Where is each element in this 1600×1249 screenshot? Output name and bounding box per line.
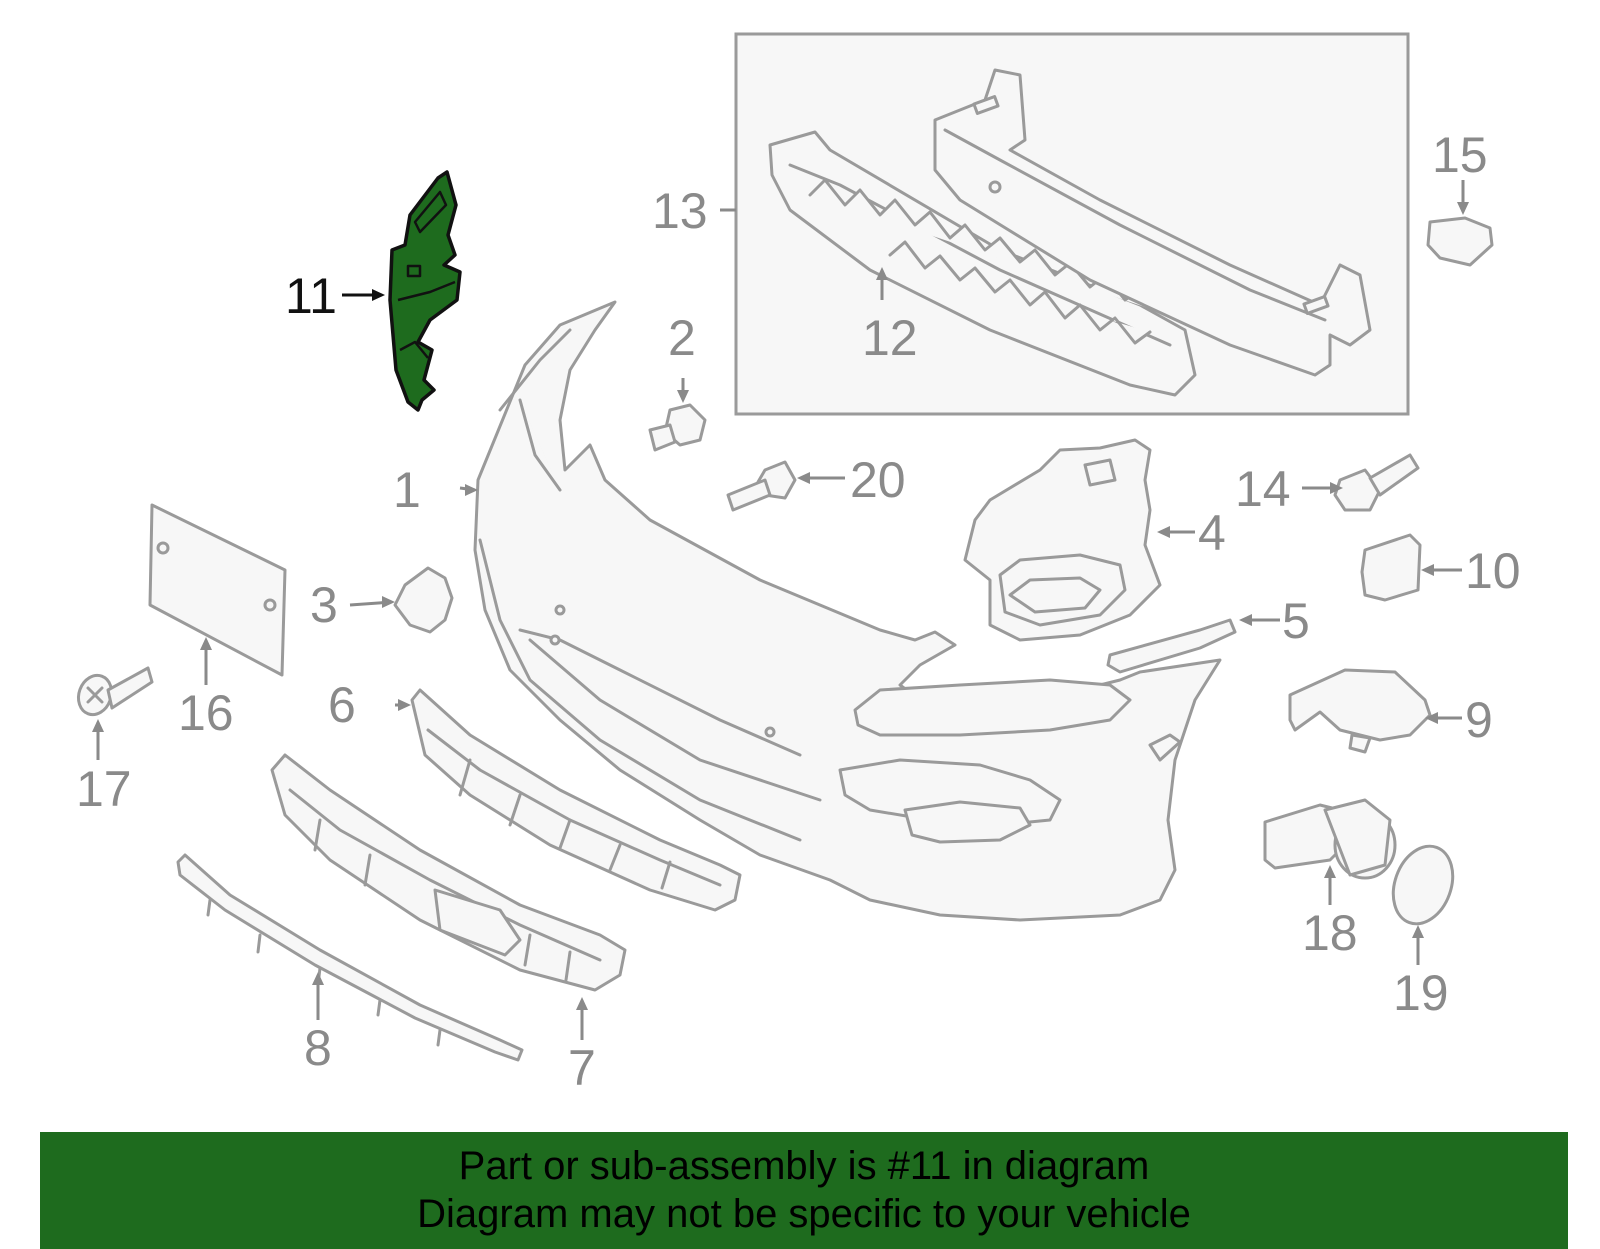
part-6-upper-grille[interactable] <box>410 688 742 912</box>
part-2-fastener[interactable] <box>648 403 707 452</box>
callout-10: 10 <box>1465 543 1521 599</box>
callout-7: 7 <box>568 1040 596 1096</box>
callout-18: 18 <box>1302 905 1358 961</box>
callout-5: 5 <box>1282 593 1310 649</box>
callout-12: 12 <box>862 310 918 366</box>
callout-6: 6 <box>328 677 356 733</box>
part-16-license-bracket[interactable] <box>148 503 287 677</box>
part-17-screw[interactable] <box>73 666 154 719</box>
part-4-bracket[interactable] <box>963 438 1162 642</box>
banner-line-disclaimer: Diagram may not be specific to your vehi… <box>417 1192 1191 1236</box>
callout-19: 19 <box>1393 965 1449 1021</box>
part-7-lower-grille[interactable] <box>270 753 627 992</box>
part-18-sensor[interactable] <box>1263 798 1397 880</box>
callout-11: 11 <box>285 268 337 324</box>
part-13-bumper-reinforcement[interactable] <box>933 68 1372 377</box>
part-9-bracket[interactable] <box>1288 668 1432 754</box>
callout-20: 20 <box>850 452 906 508</box>
part-11-bracket[interactable] <box>388 170 462 412</box>
part-19-seal-ring[interactable] <box>1383 838 1463 932</box>
callout-1: 1 <box>393 462 421 518</box>
callout-16: 16 <box>178 685 234 741</box>
part-3-grommet[interactable] <box>393 566 454 634</box>
part-20-bolt[interactable] <box>726 460 797 512</box>
part-14-bolt[interactable] <box>1333 453 1420 512</box>
leader-arrowheads <box>92 202 1469 1010</box>
part-10-cover[interactable] <box>1360 533 1422 602</box>
callout-17: 17 <box>76 761 132 817</box>
callout-2: 2 <box>668 310 696 366</box>
diagram-canvas: 1 2 3 4 5 6 7 8 9 10 11 12 13 14 15 16 1… <box>73 32 1521 1096</box>
callout-9: 9 <box>1465 692 1493 748</box>
part-15-clip[interactable] <box>1426 216 1494 267</box>
callout-14: 14 <box>1235 461 1291 517</box>
info-banner: Part or sub-assembly is #11 in diagram D… <box>40 1132 1568 1249</box>
callout-15: 15 <box>1432 127 1488 183</box>
callout-labels: 1 2 3 4 5 6 7 8 9 10 11 12 13 14 15 16 1… <box>76 127 1521 1096</box>
part-1-bumper-cover[interactable] <box>473 300 1222 922</box>
callout-8: 8 <box>304 1020 332 1076</box>
part-5-trim-strip[interactable] <box>1106 618 1237 674</box>
callout-3: 3 <box>310 577 338 633</box>
banner-line-part: Part or sub-assembly is #11 in diagram <box>458 1144 1150 1188</box>
callout-4: 4 <box>1198 505 1226 561</box>
part-12-energy-absorber[interactable] <box>768 130 1197 397</box>
callout-13: 13 <box>652 183 708 239</box>
